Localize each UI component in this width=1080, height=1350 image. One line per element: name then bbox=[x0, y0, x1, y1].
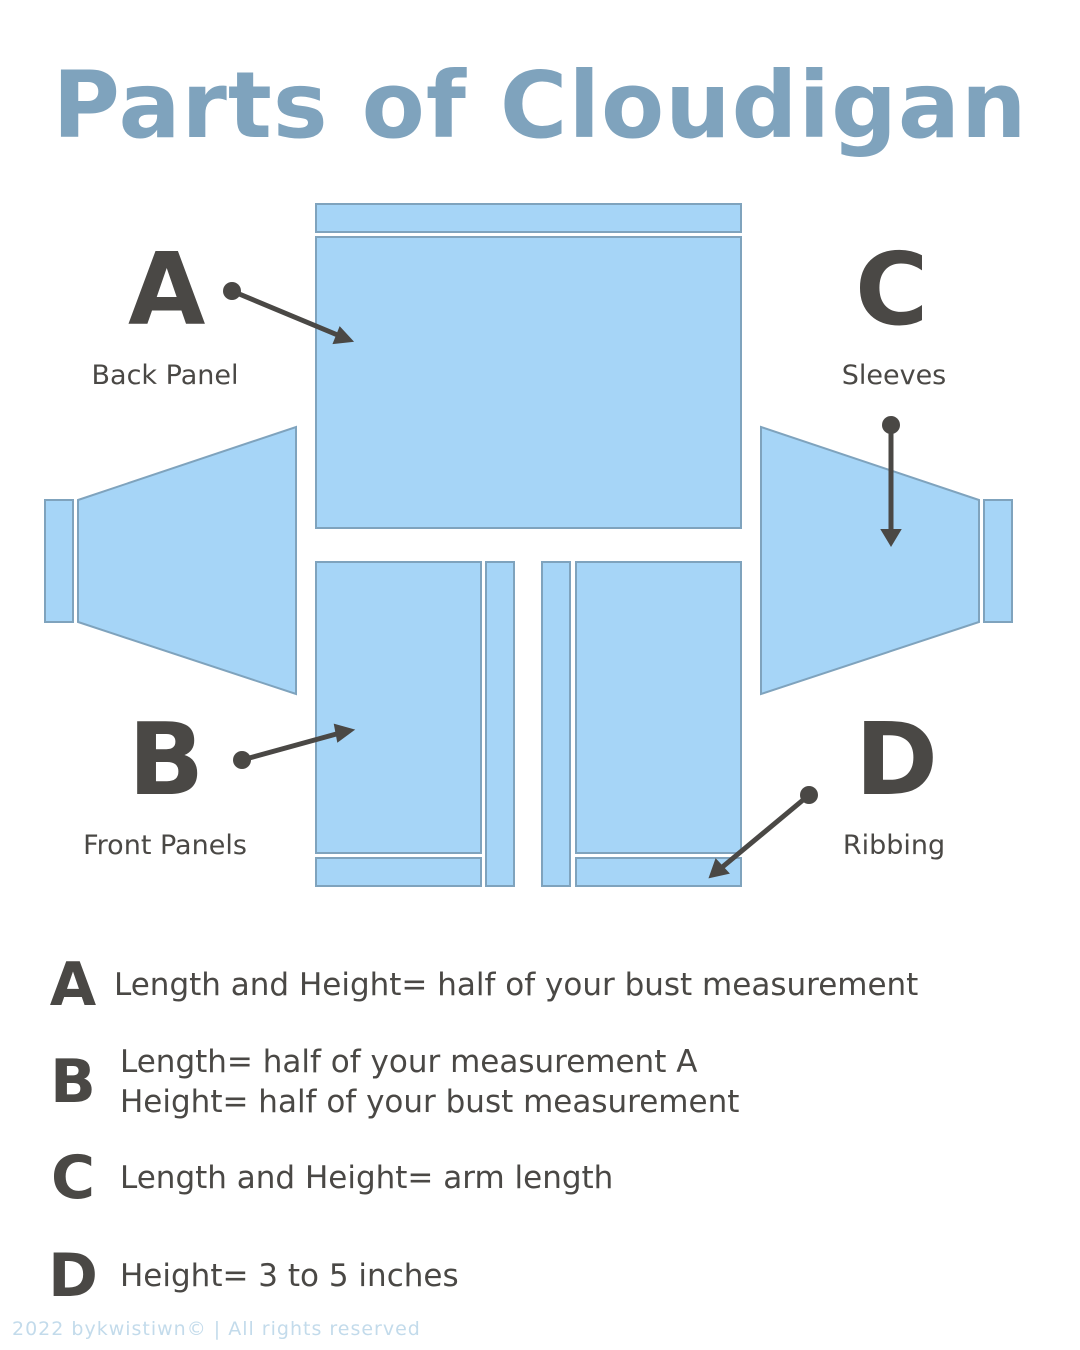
right-front-panel bbox=[575, 561, 742, 854]
right-front-ribbing-edge bbox=[541, 561, 571, 887]
legend-line: Length= half of your measurement A bbox=[120, 1044, 698, 1080]
legend-line: Height= 3 to 5 inches bbox=[120, 1258, 459, 1294]
part-label-back-panel: Back Panel bbox=[91, 360, 239, 391]
page-title: Parts of Cloudigan bbox=[52, 52, 1028, 159]
arrow-d-icon bbox=[708, 786, 818, 879]
part-letter-a: A bbox=[128, 231, 206, 348]
legend-item-c: C Length and Height= arm length bbox=[40, 1148, 613, 1208]
part-letter-b: B bbox=[128, 701, 205, 818]
part-label-front-panels: Front Panels bbox=[83, 830, 247, 861]
legend-line: Length and Height= half of your bust mea… bbox=[114, 967, 919, 1003]
arrow-c-icon bbox=[880, 416, 902, 547]
legend-letter-b: B bbox=[50, 1047, 96, 1117]
copyright-footer: 2022 bykwistiwn© | All rights reserved bbox=[12, 1318, 421, 1340]
legend-item-a: A Length and Height= half of your bust m… bbox=[40, 950, 919, 1020]
part-label-ribbing: Ribbing bbox=[842, 830, 946, 861]
right-sleeve-cuff bbox=[983, 499, 1013, 623]
left-front-panel bbox=[315, 561, 482, 854]
legend-item-b: B Length= half of your measurement A Hei… bbox=[40, 1042, 739, 1122]
legend-line: Height= half of your bust measurement bbox=[120, 1084, 740, 1120]
part-letter-d: D bbox=[855, 701, 939, 818]
part-letter-c: C bbox=[855, 231, 929, 348]
right-sleeve bbox=[760, 425, 980, 696]
left-sleeve-cuff bbox=[44, 499, 74, 623]
legend-letter-a: A bbox=[49, 950, 97, 1020]
legend-text-a: Length and Height= half of your bust mea… bbox=[114, 965, 918, 1005]
left-sleeve bbox=[77, 425, 297, 696]
legend-item-d: D Height= 3 to 5 inches bbox=[40, 1246, 459, 1306]
legend-letter-c: C bbox=[50, 1143, 96, 1213]
arrow-b-icon bbox=[233, 723, 356, 769]
back-panel bbox=[315, 236, 742, 529]
legend-line: Length and Height= arm length bbox=[120, 1160, 614, 1196]
legend-text-d: Height= 3 to 5 inches bbox=[120, 1256, 459, 1296]
back-ribbing bbox=[315, 203, 742, 233]
part-label-sleeves: Sleeves bbox=[841, 360, 947, 391]
arrow-a-icon bbox=[223, 282, 355, 345]
legend-text-b: Length= half of your measurement A Heigh… bbox=[120, 1042, 739, 1122]
legend-letter-d: D bbox=[48, 1241, 98, 1311]
left-front-ribbing-bottom bbox=[315, 857, 482, 887]
left-front-ribbing-edge bbox=[485, 561, 515, 887]
legend-text-c: Length and Height= arm length bbox=[120, 1158, 613, 1198]
